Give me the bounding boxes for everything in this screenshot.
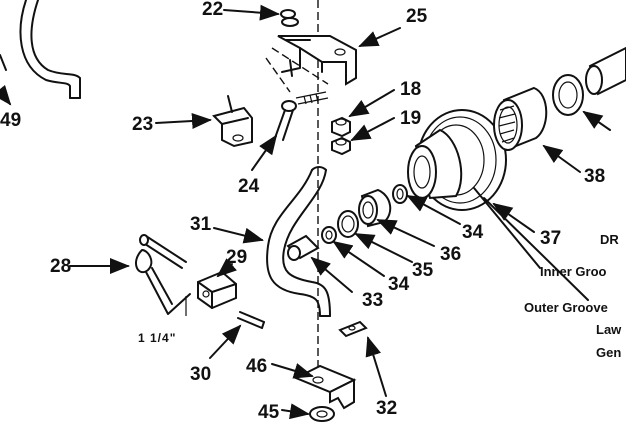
callout-35: 35: [412, 260, 434, 281]
label-law: Law: [596, 322, 622, 337]
callout-23: 23: [132, 114, 153, 135]
part-36-washer: [392, 184, 408, 204]
part-25-bracket: [277, 35, 357, 86]
callout-32: 32: [376, 398, 397, 419]
part-37-pulley: [407, 109, 507, 211]
part-38-bearing: [493, 86, 548, 152]
dimension-label: 1 1/4": [138, 331, 176, 345]
part-34-washer-a: [321, 226, 337, 244]
callout-25: 25: [406, 6, 428, 27]
part-34-spacer: [358, 188, 392, 228]
callout-38: 38: [584, 166, 605, 187]
part-45-washer: [309, 406, 335, 422]
part-ring: [552, 74, 584, 116]
callout-31: 31: [190, 214, 212, 235]
label-dr: DR: [600, 232, 619, 247]
part-49-rod: [0, 0, 81, 99]
part-46-bracket: [293, 364, 357, 410]
label-outer-groove: Outer Groove: [524, 300, 608, 315]
callout-30: 30: [190, 364, 211, 385]
part-32-clip: [338, 320, 368, 338]
callout-33: 33: [362, 290, 383, 311]
callout-29: 29: [226, 247, 247, 268]
part-33-pin: [286, 234, 320, 261]
part-23-clip: [212, 95, 253, 148]
callout-46: 46: [246, 356, 267, 377]
callout-24: 24: [238, 176, 260, 197]
callout-18: 18: [400, 79, 421, 100]
part-24-bolt: [274, 91, 329, 141]
callout-19: 19: [400, 108, 421, 129]
callout-22: 22: [202, 0, 223, 20]
part-30-pin: [237, 311, 265, 329]
part-19-nut: [331, 136, 351, 156]
part-22-washer: [280, 9, 299, 27]
label-gen: Gen: [596, 345, 621, 360]
callout-34-lower: 34: [388, 274, 410, 295]
callout-28: 28: [50, 256, 71, 277]
part-29-block: [197, 270, 237, 310]
leader-lines: [69, 4, 611, 420]
part-28-link: [134, 234, 191, 315]
part-shaft: [585, 46, 626, 96]
callout-45: 45: [258, 402, 280, 423]
callout-37: 37: [540, 228, 561, 249]
callout-49: 49: [0, 110, 21, 131]
part-35-washer: [337, 210, 359, 238]
part-31-lever: [266, 166, 331, 317]
callout-34-upper: 34: [462, 222, 484, 243]
callout-36: 36: [440, 244, 461, 265]
label-inner-groove: Inner Groo: [540, 264, 607, 279]
part-18-nut: [331, 116, 351, 138]
